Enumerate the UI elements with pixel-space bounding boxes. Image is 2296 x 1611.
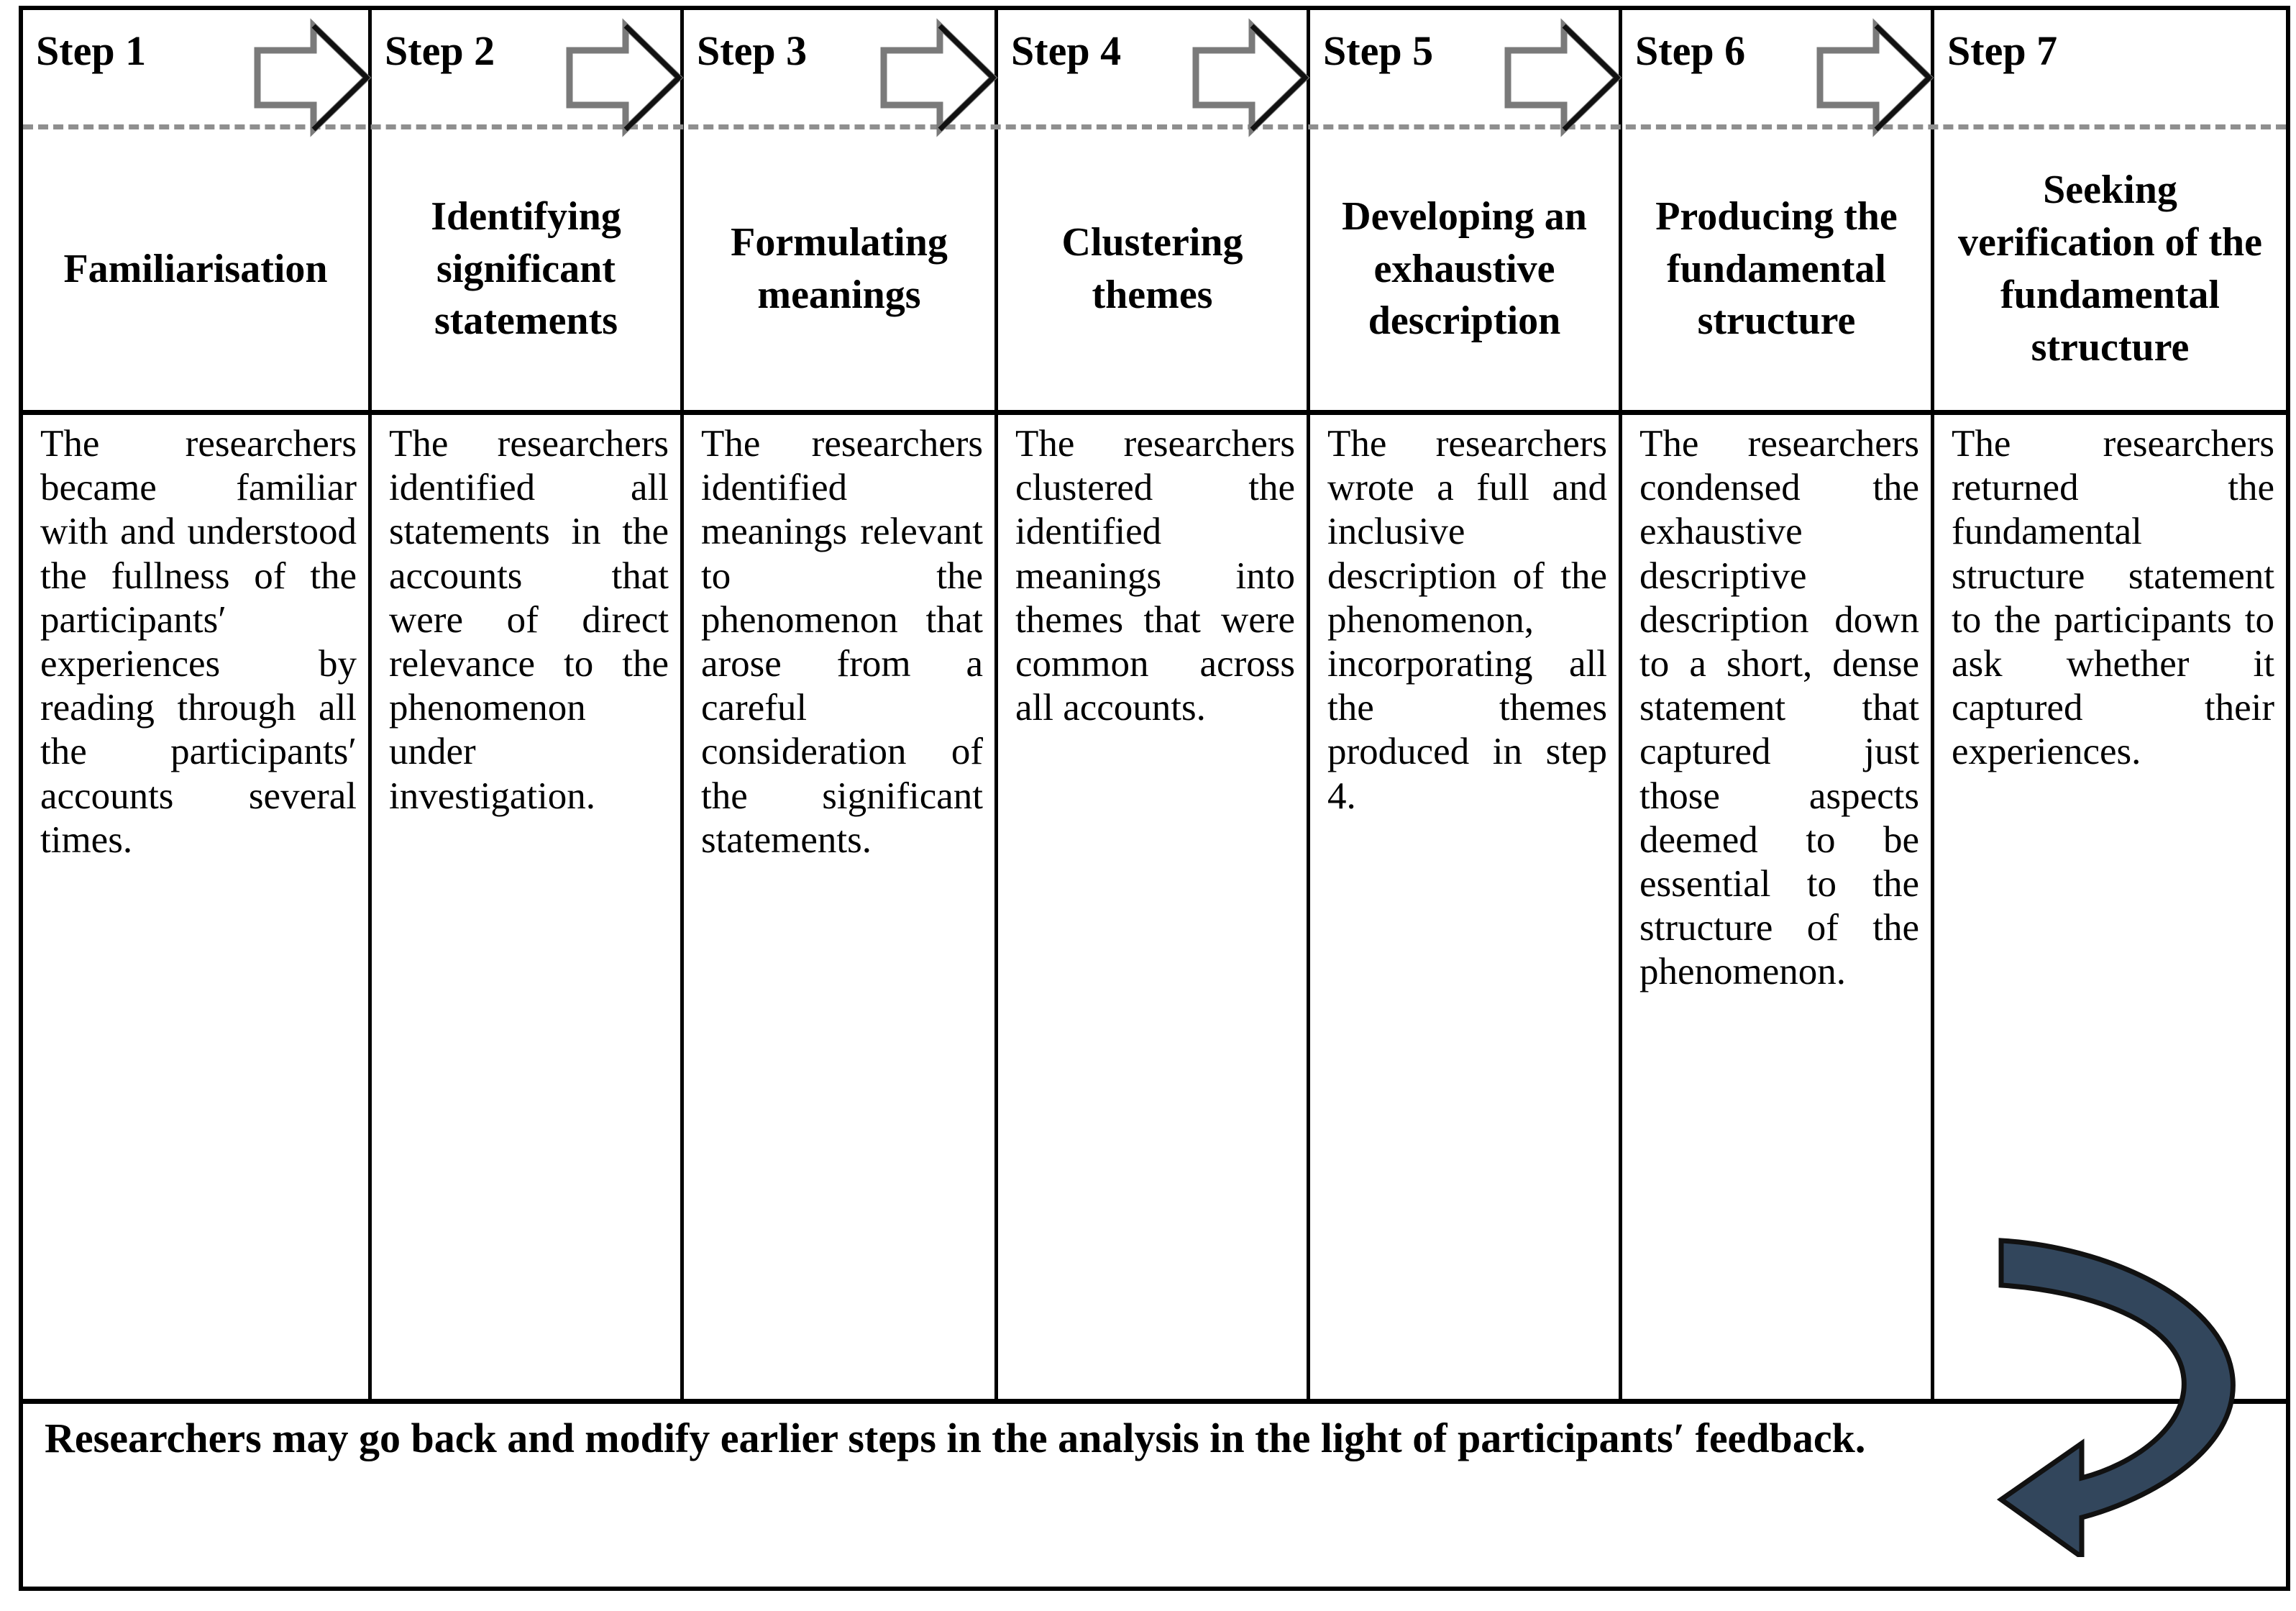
- step-label-6: Step 6: [1635, 27, 1746, 74]
- step-title-1: Familiarisation: [63, 246, 328, 291]
- step-title-5: Developing an exhaustive description: [1342, 193, 1587, 344]
- step-description-cell-6: The researchers condensed the exhaustive…: [1622, 412, 1934, 1401]
- title-body-divider: [23, 410, 2286, 415]
- step-title-3: Formulating meanings: [731, 220, 948, 317]
- step-description-5: The researchers wrote a full and inclusi…: [1327, 423, 1607, 817]
- step-header-cell-7: Step 7: [1934, 10, 2286, 126]
- right-block-arrow-icon-6: [1814, 18, 1935, 137]
- step-header-cell-4: Step 4: [998, 10, 1310, 137]
- step-header-row: Step 1 Step 2 Step 3: [23, 10, 2286, 137]
- step-description-3: The researchers identified meanings rele…: [701, 423, 983, 861]
- step-description-cell-7: The researchers returned the fundamental…: [1934, 412, 2286, 1401]
- step-description-1: The researchers became familiar with and…: [40, 423, 357, 861]
- step-title-2: Identifying significant statements: [431, 193, 621, 344]
- step-description-4: The researchers clustered the identified…: [1015, 423, 1295, 729]
- step-title-row: Familiarisation Identifying significant …: [23, 126, 2286, 412]
- step-description-6: The researchers condensed the exhaustive…: [1639, 423, 1919, 993]
- step-title-7: Seeking verification of the fundamental …: [1958, 168, 2262, 370]
- step-description-cell-2: The researchers identified all statement…: [372, 412, 684, 1401]
- step-description-row: The researchers became familiar with and…: [23, 412, 2286, 1401]
- step-description-7: The researchers returned the fundamental…: [1952, 423, 2274, 773]
- step-title-cell-6: Producing the fundamental structure: [1622, 126, 1934, 412]
- step-header-cell-1: Step 1: [23, 10, 372, 137]
- step-header-cell-6: Step 6: [1622, 10, 1934, 137]
- step-description-cell-4: The researchers clustered the identified…: [998, 412, 1310, 1401]
- step-label-1: Step 1: [36, 27, 147, 74]
- step-header-cell-2: Step 2: [372, 10, 684, 137]
- footer-note: Researchers may go back and modify earli…: [45, 1415, 1866, 1461]
- phenomenology-steps-table: Step 1 Step 2 Step 3: [19, 6, 2290, 1591]
- step-title-cell-7: Seeking verification of the fundamental …: [1934, 126, 2286, 412]
- step-title-cell-4: Clustering themes: [998, 126, 1310, 412]
- step-title-cell-3: Formulating meanings: [684, 126, 998, 412]
- step-label-4: Step 4: [1011, 27, 1122, 74]
- step-description-cell-1: The researchers became familiar with and…: [23, 412, 372, 1401]
- step-title-4: Clustering themes: [1061, 220, 1243, 317]
- step-title-cell-2: Identifying significant statements: [372, 126, 684, 412]
- footer-note-cell: Researchers may go back and modify earli…: [23, 1401, 2286, 1587]
- right-block-arrow-icon-1: [252, 18, 372, 137]
- step-label-5: Step 5: [1323, 27, 1434, 74]
- step-description-cell-3: The researchers identified meanings rele…: [684, 412, 998, 1401]
- step-label-3: Step 3: [697, 27, 808, 74]
- step-title-cell-1: Familiarisation: [23, 126, 372, 412]
- step-description-cell-5: The researchers wrote a full and inclusi…: [1310, 412, 1622, 1401]
- step-title-6: Producing the fundamental structure: [1655, 193, 1898, 344]
- step-header-cell-3: Step 3: [684, 10, 998, 137]
- right-block-arrow-icon-3: [878, 18, 999, 137]
- dashed-divider: [23, 124, 2286, 129]
- right-block-arrow-icon-4: [1190, 18, 1311, 137]
- step-label-7: Step 7: [1947, 27, 2058, 74]
- right-block-arrow-icon-2: [564, 18, 685, 137]
- body-footer-divider: [23, 1399, 2286, 1404]
- right-block-arrow-icon-5: [1502, 18, 1623, 137]
- step-label-2: Step 2: [385, 27, 495, 74]
- step-header-cell-5: Step 5: [1310, 10, 1622, 137]
- step-description-2: The researchers identified all statement…: [389, 423, 669, 817]
- step-title-cell-5: Developing an exhaustive description: [1310, 126, 1622, 412]
- footer-row: Researchers may go back and modify earli…: [23, 1401, 2286, 1587]
